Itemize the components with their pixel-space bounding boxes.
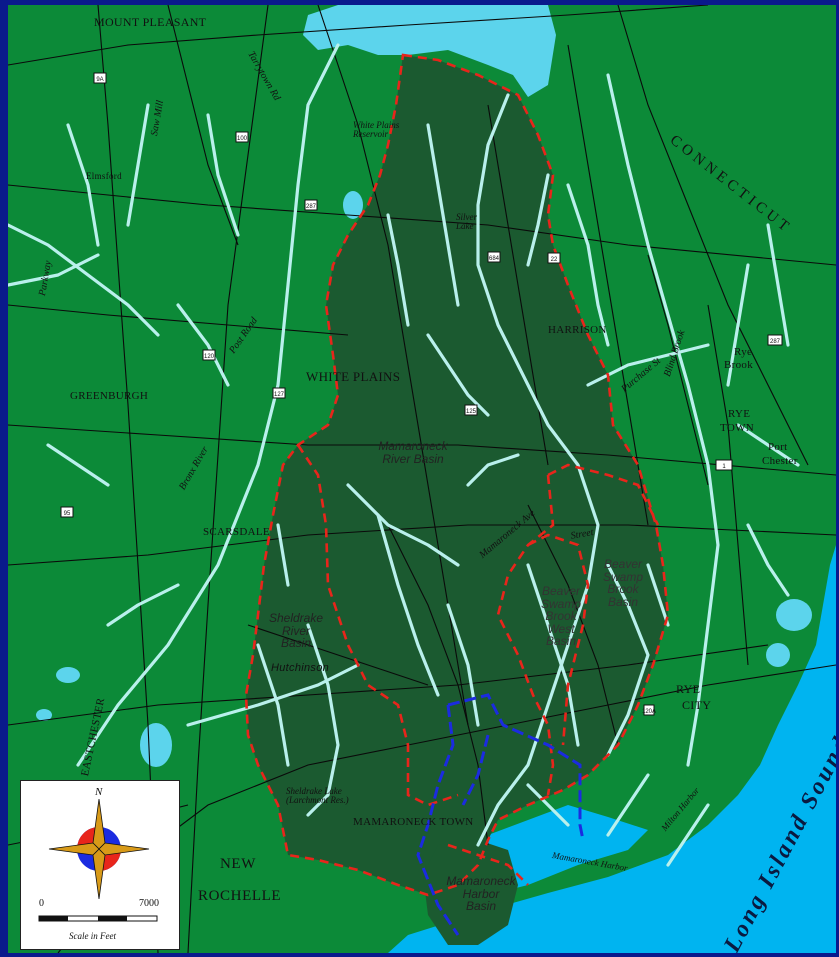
label-port-chester-2: Chester — [762, 455, 798, 467]
label-sheldrake-river-basin: Sheldrake River Basin — [268, 611, 324, 651]
route-shield-label: 684 — [489, 256, 500, 262]
label-rye-brook-2: Brook — [724, 359, 753, 371]
label-mamaroneck-town: MAMARONECK TOWN — [353, 816, 474, 828]
label-sheldrake-lake: Sheldrake Lake (Larchmont Res.) — [286, 786, 349, 806]
label-harbor-basin: Mamaroneck Harbor Basin — [446, 874, 516, 914]
label-rye-brook-1: Rye — [734, 346, 753, 358]
label-port-chester-1: Port — [768, 441, 788, 453]
route-shield-label: 127 — [274, 392, 285, 398]
route-shield-label: 287 — [306, 204, 317, 210]
route-shield-label: 95 — [64, 511, 71, 517]
legend-scale-end: 7000 — [139, 898, 159, 909]
route-shield-label: 100 — [237, 136, 248, 142]
route-shield-label: 120 — [204, 354, 215, 360]
label-white-plains-reservoir: White Plains Reservoir — [353, 120, 400, 140]
label-rye-town-2: TOWN — [720, 422, 754, 434]
label-beaver-swamp-west-basin: Beaver Swamp Brook West Basin — [540, 584, 581, 649]
label-new: NEW — [220, 856, 256, 872]
pond-southwest — [140, 723, 172, 767]
pond-far-west — [36, 709, 52, 721]
pond-east — [766, 643, 790, 667]
legend-scale-caption: Scale in Feet — [69, 931, 116, 941]
route-shields — [60, 72, 783, 716]
label-silver-lake: Silver Lake — [456, 212, 477, 232]
label-elmsford: Elmsford — [86, 171, 122, 181]
label-scarsdale: SCARSDALE — [203, 526, 270, 538]
label-rye-city-2: CITY — [682, 698, 712, 712]
label-white-plains: WHITE PLAINS — [306, 369, 401, 384]
label-hutchinson: Hutchinson — [271, 662, 330, 674]
label-rye-town-1: RYE — [728, 408, 751, 420]
watershed-map: 9A 100 287 684 22 120 127 125 1 95 287 120A MOUNT P… — [8, 5, 836, 953]
route-shield-label: 120A — [642, 709, 656, 715]
route-shield-label: 1 — [722, 464, 726, 470]
label-mount-pleasant: MOUNT PLEASANT — [94, 15, 207, 29]
label-beaver-swamp-basin: Beaver Swamp Brook Basin — [602, 557, 643, 609]
white-plains-reservoir — [343, 191, 363, 219]
map-legend: N 0 7000 Scale in Feet — [20, 780, 180, 950]
label-mamaroneck-river-basin: Mamaroneck River Basin — [378, 439, 448, 466]
scale-bar — [38, 915, 158, 922]
stream-network — [8, 43, 800, 867]
label-harrison: HARRISON — [548, 324, 607, 336]
route-shield-label: 9A — [96, 77, 103, 83]
legend-north-label: N — [95, 786, 103, 798]
legend-scale-start: 0 — [39, 898, 44, 909]
route-shield-label: 22 — [551, 257, 558, 263]
label-rye-city-1: RYE — [676, 682, 701, 696]
mamaroneck-harbor-water — [488, 805, 648, 895]
sub-basin-boundary — [416, 693, 585, 936]
label-rochelle: ROCHELLE — [198, 888, 282, 904]
label-greenburgh: GREENBURGH — [70, 390, 149, 402]
pond-west — [56, 667, 80, 683]
pond-port-chester — [776, 599, 812, 631]
long-island-sound — [388, 545, 836, 953]
basin-dark-area — [246, 55, 668, 895]
route-shield-label: 125 — [466, 409, 477, 415]
route-shield-label: 287 — [770, 339, 781, 345]
compass-rose-icon — [48, 798, 150, 900]
